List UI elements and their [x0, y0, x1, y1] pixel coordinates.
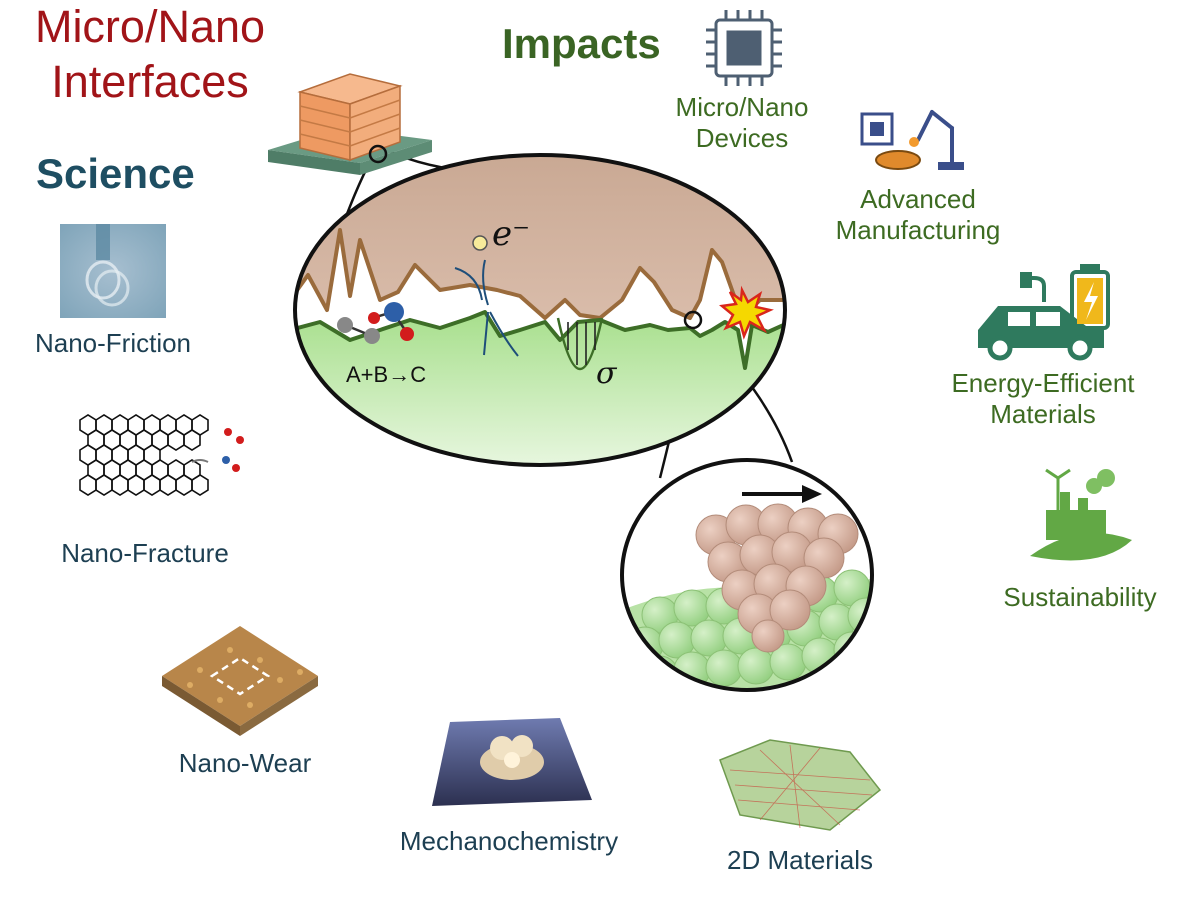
sustainability-icon: [1030, 468, 1132, 561]
electron-label: e⁻: [492, 214, 531, 254]
science-title: Science: [36, 150, 195, 197]
nano-wear-image: [162, 626, 318, 736]
science-label-wear: Nano-Wear: [178, 748, 312, 778]
impact-label-line: Advanced: [860, 184, 976, 214]
nano-friction-image: [60, 224, 166, 318]
science-label-friction: Nano-Friction: [34, 328, 192, 358]
impacts-title: Impacts: [502, 20, 661, 67]
impact-label-sustainability: Sustainability: [984, 582, 1176, 613]
impact-label-line: Materials: [990, 398, 1096, 429]
impact-label-devices: Micro/Nano Devices: [642, 92, 842, 153]
interfaces-title-line: Interfaces: [51, 55, 249, 107]
science-label-fracture: Nano-Fracture: [61, 538, 229, 568]
impact-label-manufacturing: Advanced Manufacturing: [808, 184, 1028, 245]
impact-label-line: Energy-Efficient: [951, 368, 1135, 398]
impact-label-line: Micro/Nano: [675, 92, 809, 122]
impact-label-line: Manufacturing: [835, 214, 1001, 245]
interface-ellipse: [293, 153, 787, 467]
science-label-2d-materials: 2D Materials: [727, 845, 873, 875]
science-label-mechanochemistry: Mechanochemistry: [399, 826, 619, 856]
chip-icon: [706, 10, 782, 86]
impact-label-line: Sustainability: [1003, 582, 1157, 612]
zoom-circle: [620, 458, 874, 692]
impact-label-energy: Energy-Efficient Materials: [928, 368, 1158, 429]
interfaces-title-line: Micro/Nano: [34, 1, 266, 52]
2d-materials-image: [719, 739, 882, 831]
interfaces-title: Micro/Nano Interfaces: [0, 0, 300, 110]
electric-car-icon: [978, 264, 1110, 361]
reaction-label: A+B→C: [346, 362, 427, 387]
robot-arm-icon: [860, 110, 964, 170]
impact-label-line: Devices: [695, 122, 789, 153]
mechanochemistry-image: [432, 718, 592, 806]
nano-fracture-image: [79, 414, 244, 496]
stress-label: σ: [596, 356, 617, 391]
crate-illustration: [268, 73, 432, 175]
